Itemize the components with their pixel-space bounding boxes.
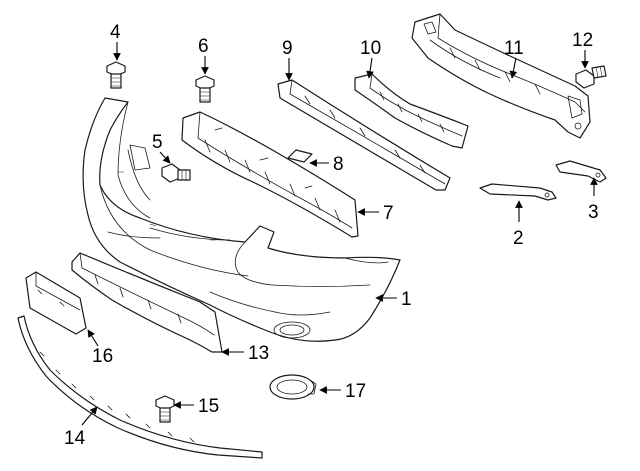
callout-15: 15: [198, 396, 219, 417]
bracket-2: [479, 183, 557, 201]
callout-7: 7: [383, 203, 394, 224]
bolt-12: [575, 65, 607, 89]
lower-deflector: [71, 252, 223, 353]
callout-16: 16: [92, 346, 113, 367]
bracket-3: [555, 160, 607, 183]
fog-lamp-bezel: [269, 374, 317, 400]
callout-3: 3: [588, 202, 599, 223]
callout-12: 12: [572, 30, 593, 51]
reinforcement-beam-11: [411, 13, 591, 139]
reinforcement-strip-9: [277, 79, 451, 191]
license-bracket: [25, 271, 87, 335]
callout-2: 2: [513, 228, 524, 249]
clip-8: [287, 149, 313, 163]
callout-13: 13: [248, 343, 269, 364]
callout-4: 4: [110, 22, 121, 43]
callout-1: 1: [401, 289, 412, 310]
bolt-4: [106, 61, 126, 89]
bolt-6: [195, 75, 215, 103]
callout-10: 10: [360, 38, 381, 59]
upper-absorber: [181, 111, 359, 238]
callout-17: 17: [345, 381, 366, 402]
bracket-strip-10: [354, 73, 469, 149]
bolt-15: [155, 395, 175, 423]
callout-14: 14: [64, 428, 86, 449]
callout-9: 9: [282, 38, 293, 59]
bumper-cover: [82, 97, 401, 342]
callout-labels: 1 2 3 4 5 6 7 8 9 10 11 12 13 14 15 16 1…: [64, 22, 599, 449]
leader-lines: [81, 42, 598, 426]
callout-5: 5: [152, 132, 163, 153]
callout-6: 6: [198, 36, 209, 57]
callout-11: 11: [504, 38, 524, 59]
callout-8: 8: [333, 154, 344, 175]
lower-trim-strip: [17, 315, 263, 459]
bolt-5: [161, 163, 191, 183]
